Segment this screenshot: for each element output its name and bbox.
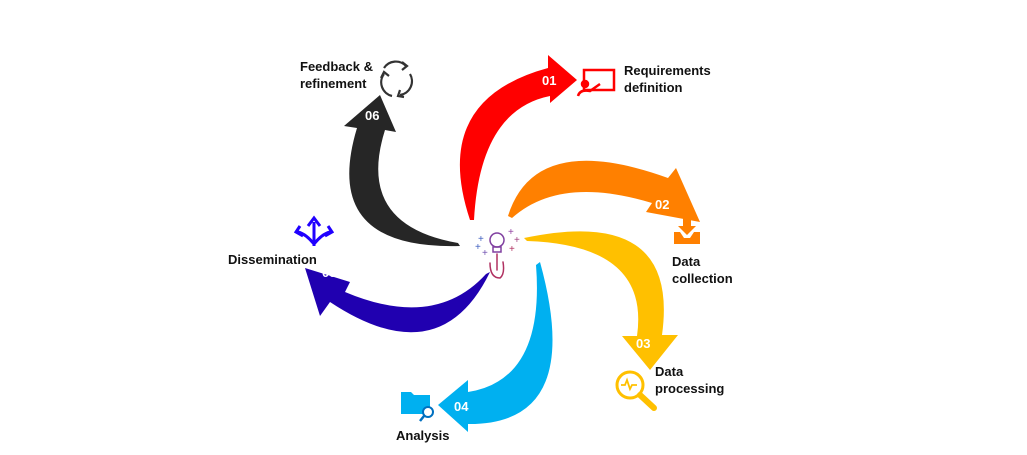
step-number: 04 bbox=[454, 399, 469, 414]
step-label-requirements: Requirements definition bbox=[624, 62, 711, 96]
label-line: Data bbox=[672, 254, 701, 269]
label-line: processing bbox=[655, 381, 725, 396]
idea-lightbulb-hand-icon: + + + + + + bbox=[475, 227, 520, 279]
folder-search-icon bbox=[401, 392, 434, 422]
magnifier-pulse-icon bbox=[615, 370, 657, 411]
label-line: refinement bbox=[300, 76, 367, 91]
step-number: 05 bbox=[322, 265, 336, 280]
label-line: Data bbox=[655, 364, 684, 379]
step-number: 03 bbox=[636, 336, 650, 351]
svg-text:+: + bbox=[478, 234, 484, 245]
step-label-data-processing: Data processing bbox=[655, 363, 724, 397]
step-label-feedback: Feedback & refinement bbox=[300, 58, 373, 92]
split-arrows-icon bbox=[293, 215, 335, 246]
arrow-step-03: 03 bbox=[524, 231, 678, 370]
svg-text:+: + bbox=[475, 242, 481, 253]
label-line: definition bbox=[624, 80, 683, 95]
step-label-dissemination: Dissemination bbox=[228, 251, 317, 268]
svg-text:+: + bbox=[514, 235, 520, 246]
arrow-step-06: 06 bbox=[344, 95, 460, 247]
step-label-data-collection: Data collection bbox=[672, 253, 733, 287]
label-line: Requirements bbox=[624, 63, 711, 78]
label-line: Dissemination bbox=[228, 252, 317, 267]
label-line: Analysis bbox=[396, 428, 450, 443]
cycle-arrows-icon bbox=[380, 60, 413, 99]
step-number: 02 bbox=[655, 197, 669, 212]
svg-text:+: + bbox=[509, 244, 515, 255]
arrow-step-05: 05 bbox=[305, 265, 490, 333]
label-line: Feedback & bbox=[300, 59, 373, 74]
svg-text:+: + bbox=[508, 227, 514, 238]
step-number: 01 bbox=[542, 73, 556, 88]
presentation-icon bbox=[576, 68, 616, 97]
step-label-analysis: Analysis bbox=[396, 427, 449, 444]
step-number: 06 bbox=[365, 108, 379, 123]
arrow-step-01: 01 bbox=[459, 55, 577, 220]
label-line: collection bbox=[672, 271, 733, 286]
arrow-step-04: 04 bbox=[438, 262, 553, 432]
download-tray-icon bbox=[674, 218, 700, 244]
arrow-step-02: 02 bbox=[508, 160, 700, 222]
svg-text:+: + bbox=[482, 248, 488, 259]
